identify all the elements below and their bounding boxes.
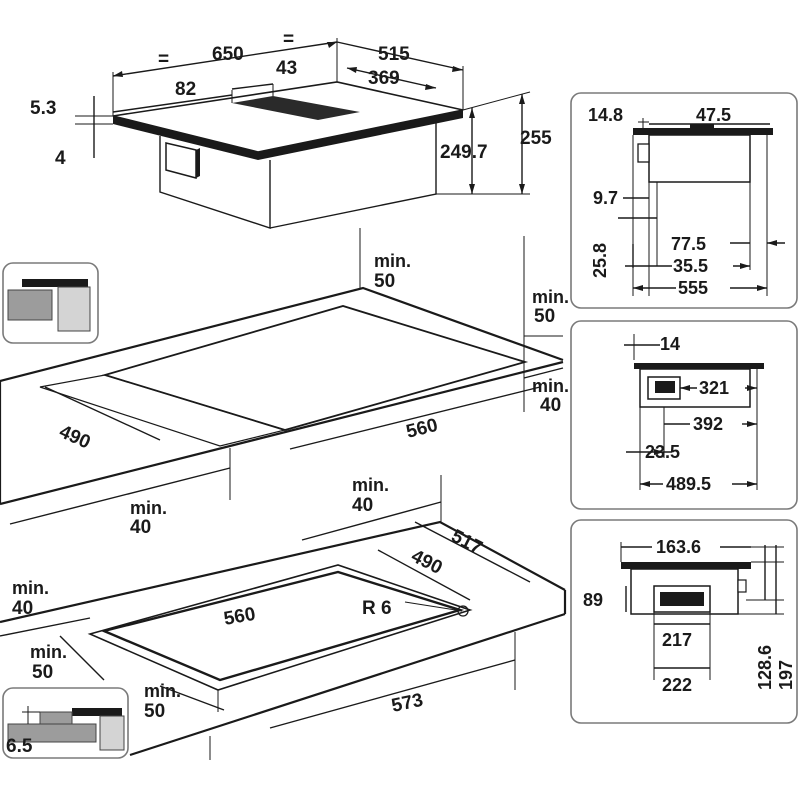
width-total: 650	[212, 44, 244, 65]
flush-worktop-cutout: min. 50 min. 50 min. 40 490 560 min. 40	[0, 228, 569, 538]
p1-dim-g: 555	[678, 278, 708, 298]
width-equal-right: =	[283, 29, 294, 50]
p1-dim-c: 9.7	[593, 188, 618, 208]
flush-back-min-value: 50	[374, 271, 395, 292]
flush-front-min-label: min.	[532, 376, 569, 396]
p3-dim-d: 222	[662, 675, 692, 695]
flush-side-min-value: 50	[534, 306, 555, 327]
vent-width: 43	[276, 58, 297, 79]
p3-dim-e: 128.6	[755, 645, 775, 690]
hob-glass-top	[112, 81, 464, 153]
p1-dim-e: 77.5	[671, 234, 706, 254]
p3-dim-a: 163.6	[656, 537, 701, 557]
depth-dim-line	[336, 41, 464, 71]
recessed-mount-inset: 6.5	[2, 687, 129, 759]
recessed-back-min-value: 40	[352, 495, 373, 516]
side-view-panel-3: 163.6 89 217 222 128.6 197	[570, 519, 798, 724]
p2-dim-a: 14	[660, 334, 680, 354]
recessed-side-min-label: min.	[30, 642, 67, 662]
p3-dim-b: 89	[583, 590, 603, 610]
p2-dim-d: 23.5	[645, 442, 680, 462]
panel-1-glass	[633, 128, 773, 135]
recessed-left-min-value: 40	[12, 598, 33, 619]
flush-side-min-label: min.	[532, 287, 569, 307]
recessed-inner-depth: 490	[408, 546, 446, 579]
recessed-front-min-label: min.	[144, 681, 181, 701]
flush-left-min-label: min.	[130, 498, 167, 518]
hob-body	[159, 136, 271, 229]
recessed-outer-cutout	[87, 564, 473, 691]
p3-dim-f: 197	[776, 660, 796, 690]
p1-dim-f: 35.5	[673, 256, 708, 276]
recess-depth: 6.5	[6, 736, 33, 757]
p1-dim-d: 25.8	[590, 243, 610, 278]
p2-dim-b: 321	[699, 378, 729, 398]
glass-thickness: 4	[55, 148, 66, 169]
flush-mount-inset	[2, 262, 99, 344]
recessed-inner-width: 560	[222, 604, 257, 630]
p1-dim-b: 47.5	[696, 105, 731, 125]
vent-offset: 82	[175, 79, 196, 100]
recessed-outer-depth: 517	[448, 526, 486, 559]
recessed-side-min-value: 50	[32, 662, 53, 683]
flush-left-min-value: 40	[130, 517, 151, 538]
p2-dim-e: 489.5	[666, 474, 711, 494]
panel-1-body	[648, 134, 751, 183]
hob-glass-edge-right	[258, 110, 463, 160]
body-depth: 369	[368, 68, 400, 89]
recessed-back-min-label: min.	[352, 475, 389, 495]
depth-total: 515	[378, 44, 410, 65]
recessed-front-min-value: 50	[144, 701, 165, 722]
flush-front-min-value: 40	[540, 395, 561, 416]
flush-cutout-depth: 490	[56, 421, 94, 453]
hob-fan-box	[165, 142, 197, 179]
flush-back-min-label: min.	[374, 251, 411, 271]
width-equal-left: =	[158, 49, 169, 70]
panel-2-glass	[634, 363, 764, 369]
p3-dim-c: 217	[662, 630, 692, 650]
hob-glass-edge	[113, 116, 258, 160]
panel-3-glass	[621, 562, 751, 569]
glass-offset: 5.3	[30, 98, 56, 119]
side-view-panel-1: 14.8 47.5 9.7 25.8 77.5 35.5 555	[570, 92, 798, 309]
hob-vent-strip	[232, 96, 360, 120]
recessed-left-min-label: min.	[12, 578, 49, 598]
total-height: 255	[520, 128, 552, 149]
hob-isometric-view: = 650 = 515 369 82 43 5.3 4 249.7	[30, 29, 552, 229]
panel-3-frame	[570, 519, 798, 724]
body-height: 249.7	[440, 142, 488, 163]
recessed-inner-cutout	[100, 570, 465, 682]
side-view-panel-2: 14 321 392 23.5 489.5	[570, 320, 798, 510]
p2-dim-c: 392	[693, 414, 723, 434]
p1-dim-a: 14.8	[588, 105, 623, 125]
width-dim-line	[112, 41, 338, 77]
recessed-corner-radius: R 6	[362, 598, 392, 619]
